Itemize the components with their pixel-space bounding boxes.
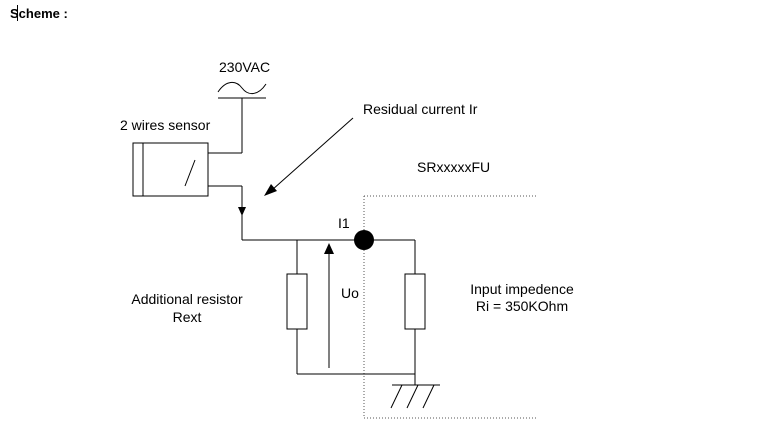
label-uo: Uo <box>341 285 359 301</box>
ri-resistor <box>404 240 426 385</box>
text-cursor <box>17 5 18 21</box>
label-input-line1: Input impedence <box>470 281 574 297</box>
heading-scheme: Scheme : <box>10 6 68 21</box>
sensor-symbol <box>132 142 242 197</box>
uo-voltage-arrow <box>324 243 334 368</box>
label-i1: I1 <box>338 215 350 231</box>
label-input-line2: Ri = 350KOhm <box>476 298 568 314</box>
rext-resistor <box>286 240 308 374</box>
label-residual-current: Residual current Ir <box>363 101 478 117</box>
residual-current-arrow <box>264 117 354 196</box>
label-device: SRxxxxxFU <box>417 159 490 175</box>
ground-symbol <box>390 384 440 409</box>
label-sensor: 2 wires sensor <box>120 117 211 133</box>
label-230vac: 230VAC <box>219 59 270 75</box>
label-rext-line1: Additional resistor <box>131 291 243 307</box>
label-rext-line2: Rext <box>173 309 202 325</box>
ac-supply-symbol <box>217 82 267 153</box>
main-wire <box>238 186 415 241</box>
node-i1-dot <box>354 230 374 250</box>
